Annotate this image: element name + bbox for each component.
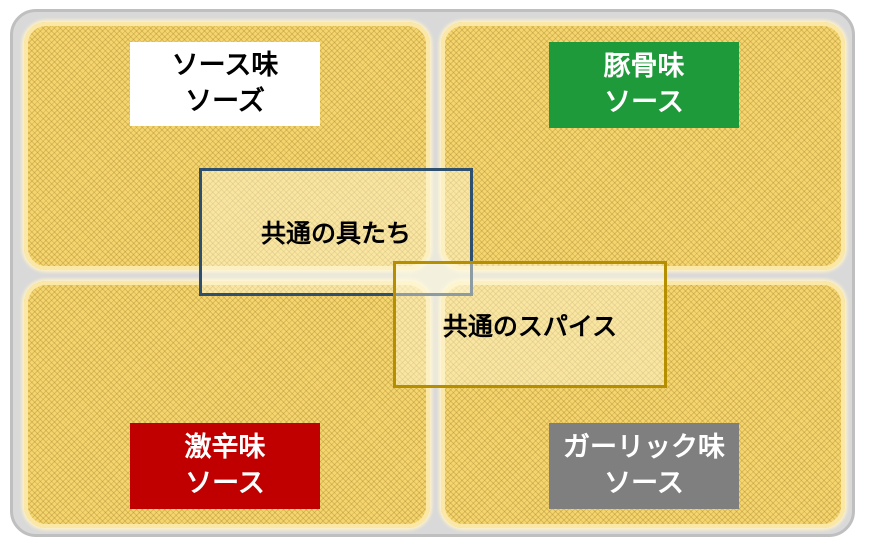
common-spices-box: 共通のスパイス [393, 261, 667, 388]
common-spices-label: 共通のスパイス [442, 311, 618, 341]
common-ingredients-box: 共通の具たち [199, 168, 473, 296]
quadrant-top-right [441, 22, 845, 270]
label-sauce-flavor: ソース味 ソーズ [130, 42, 320, 126]
label-garlic-flavor: ガーリック味 ソース [549, 423, 739, 509]
common-ingredients-label: 共通の具たち [260, 219, 411, 248]
label-tonkotsu-flavor: 豚骨味 ソース [549, 42, 739, 128]
label-spicy-flavor: 激辛味 ソース [130, 423, 320, 509]
